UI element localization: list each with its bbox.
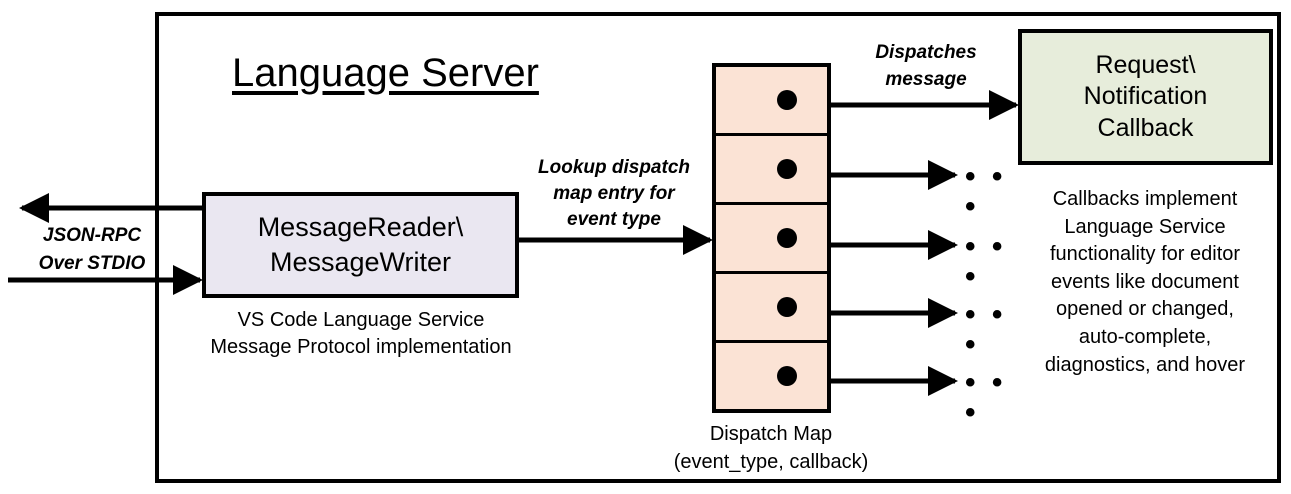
request-notification-callback-caption: Callbacks implement Language Service fun… [1044,188,1246,376]
callback-dot-icon [777,297,797,317]
request-notification-callback-label: Request\ Notification Callback [1083,50,1208,142]
request-notification-callback-node[interactable]: Request\ Notification Callback [1018,29,1273,165]
table-row[interactable] [716,136,827,205]
language-server-boundary [155,12,1281,483]
callback-dot-icon [777,228,797,248]
table-row[interactable] [716,67,827,136]
jsonrpc-stdio-label: JSON-RPC Over STDIO [38,225,146,274]
message-reader-writer-caption: VS Code Language Service Message Protoco… [210,309,512,358]
message-reader-writer-node[interactable]: MessageReader\ MessageWriter [202,192,519,298]
dispatches-message-edge-label: Dispatches message [875,42,977,90]
ellipsis-row-2: • • • [965,160,1007,223]
dispatch-map-caption: Dispatch Map (event_type, callback) [673,423,869,473]
ellipsis-row-4: • • • [965,298,1007,361]
ellipsis-row-3: • • • [965,230,1007,293]
callback-dot-icon [777,366,797,386]
message-reader-writer-label: MessageReader\ MessageWriter [257,212,464,277]
dispatch-map-table[interactable] [712,63,831,413]
lookup-dispatch-edge-label: Lookup dispatch map entry for event type [538,157,690,231]
page-title: Language Server [232,51,539,95]
table-row[interactable] [716,274,827,343]
table-row[interactable] [716,343,827,409]
callback-dot-icon [777,90,797,110]
table-row[interactable] [716,205,827,274]
ellipsis-row-5: • • • [965,366,1007,429]
callback-dot-icon [777,159,797,179]
